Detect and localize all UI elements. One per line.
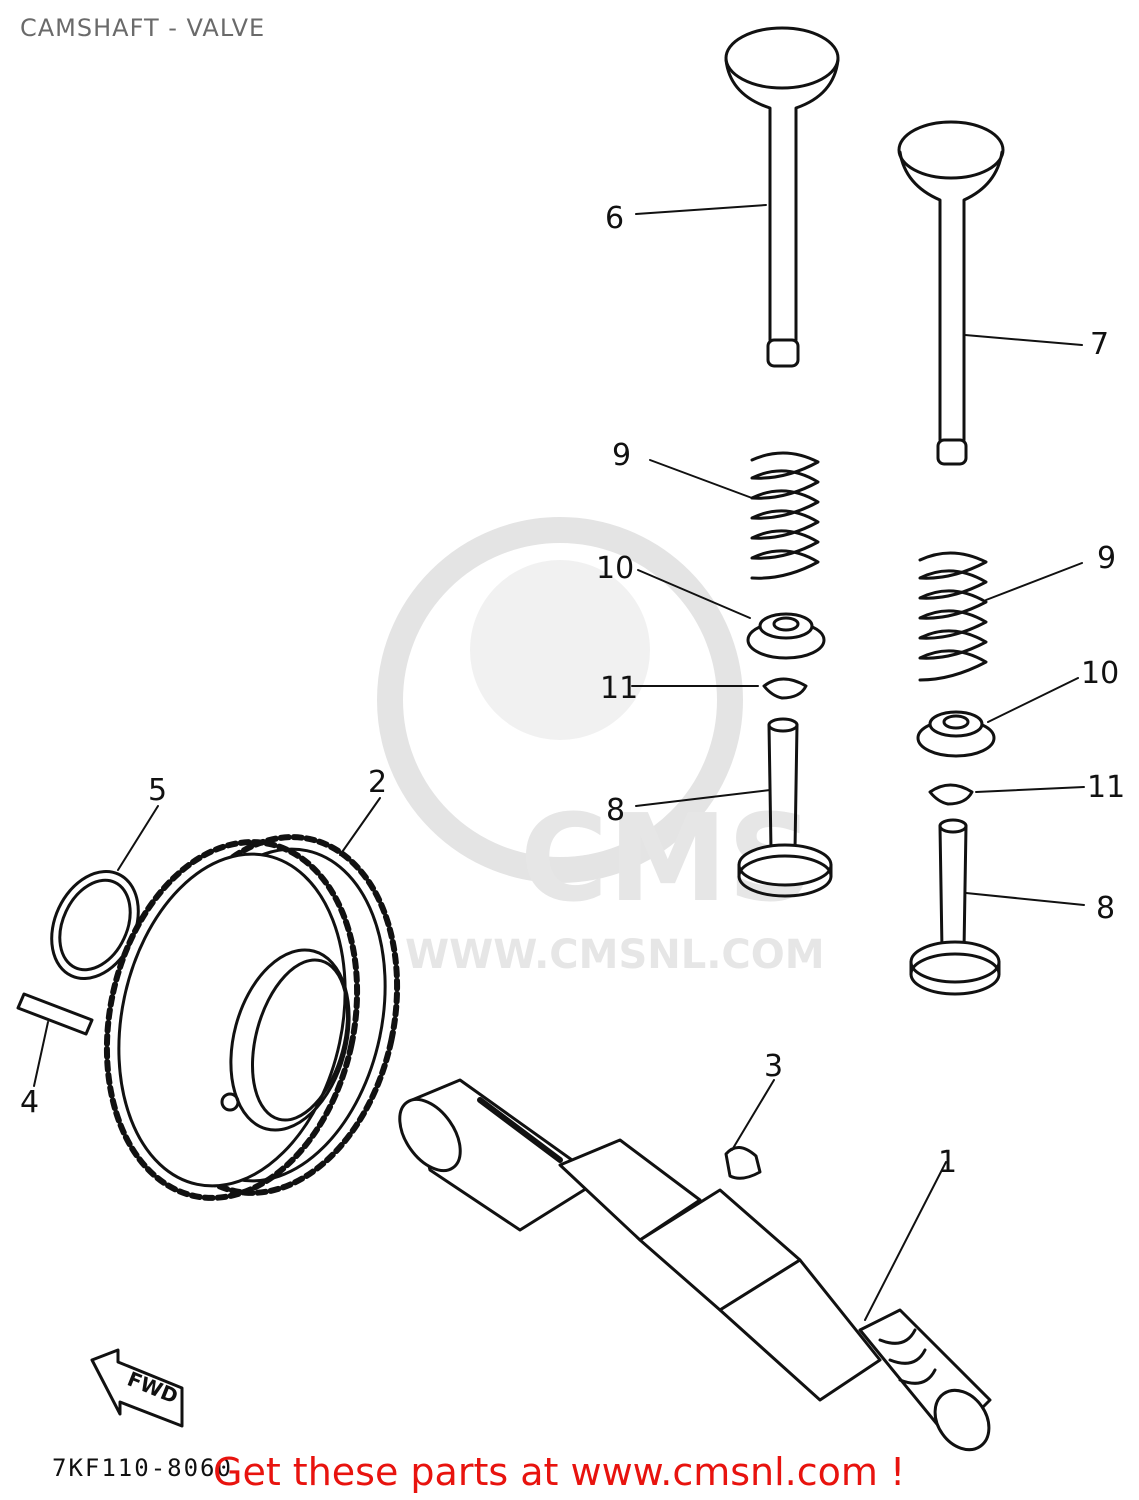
- callout-5: 5: [148, 773, 167, 808]
- valve-part-7: [897, 120, 1005, 466]
- spring-retainer-right: [916, 710, 996, 758]
- callout-11-right: 11: [1087, 770, 1125, 805]
- callout-8-left: 8: [606, 793, 625, 828]
- dowel-pin-part-4: [16, 992, 94, 1036]
- woodruff-key-part-3: [724, 1146, 762, 1180]
- valve-part-6: [724, 26, 840, 368]
- callout-2: 2: [368, 765, 387, 800]
- watermark: CMS WWW.CMSNL.COM: [377, 517, 825, 978]
- callout-3: 3: [764, 1049, 783, 1084]
- callout-1: 1: [938, 1145, 957, 1180]
- forward-direction-arrow: [90, 1348, 184, 1428]
- callout-11-left: 11: [600, 671, 638, 706]
- page-title: CAMSHAFT - VALVE: [20, 14, 266, 42]
- diagram-reference-code: 7KF110-8060: [52, 1454, 233, 1482]
- valve-cotter-right: [928, 783, 974, 806]
- callout-leaders: [33, 204, 1085, 1321]
- valve-guide-left: [737, 717, 833, 898]
- callout-9-right: 9: [1097, 541, 1116, 576]
- watermark-url-text: WWW.CMSNL.COM: [405, 932, 825, 978]
- valve-guide-right: [909, 818, 1001, 996]
- callout-6: 6: [605, 201, 624, 236]
- callout-8-right: 8: [1096, 891, 1115, 926]
- valve-cotter-left: [762, 677, 808, 700]
- spring-retainer-left: [746, 612, 826, 660]
- valve-spring-right: [918, 551, 988, 682]
- callout-10-right: 10: [1081, 656, 1119, 691]
- valve-spring-left: [750, 451, 820, 580]
- camshaft-part-1: [398, 1078, 992, 1452]
- callout-9-left: 9: [612, 438, 631, 473]
- parts-shop-link[interactable]: Get these parts at www.cmsnl.com !: [213, 1450, 906, 1494]
- cam-gear-part-2: [103, 834, 401, 1201]
- callout-7: 7: [1090, 327, 1109, 362]
- callout-10-left: 10: [596, 551, 634, 586]
- callout-4: 4: [20, 1085, 39, 1120]
